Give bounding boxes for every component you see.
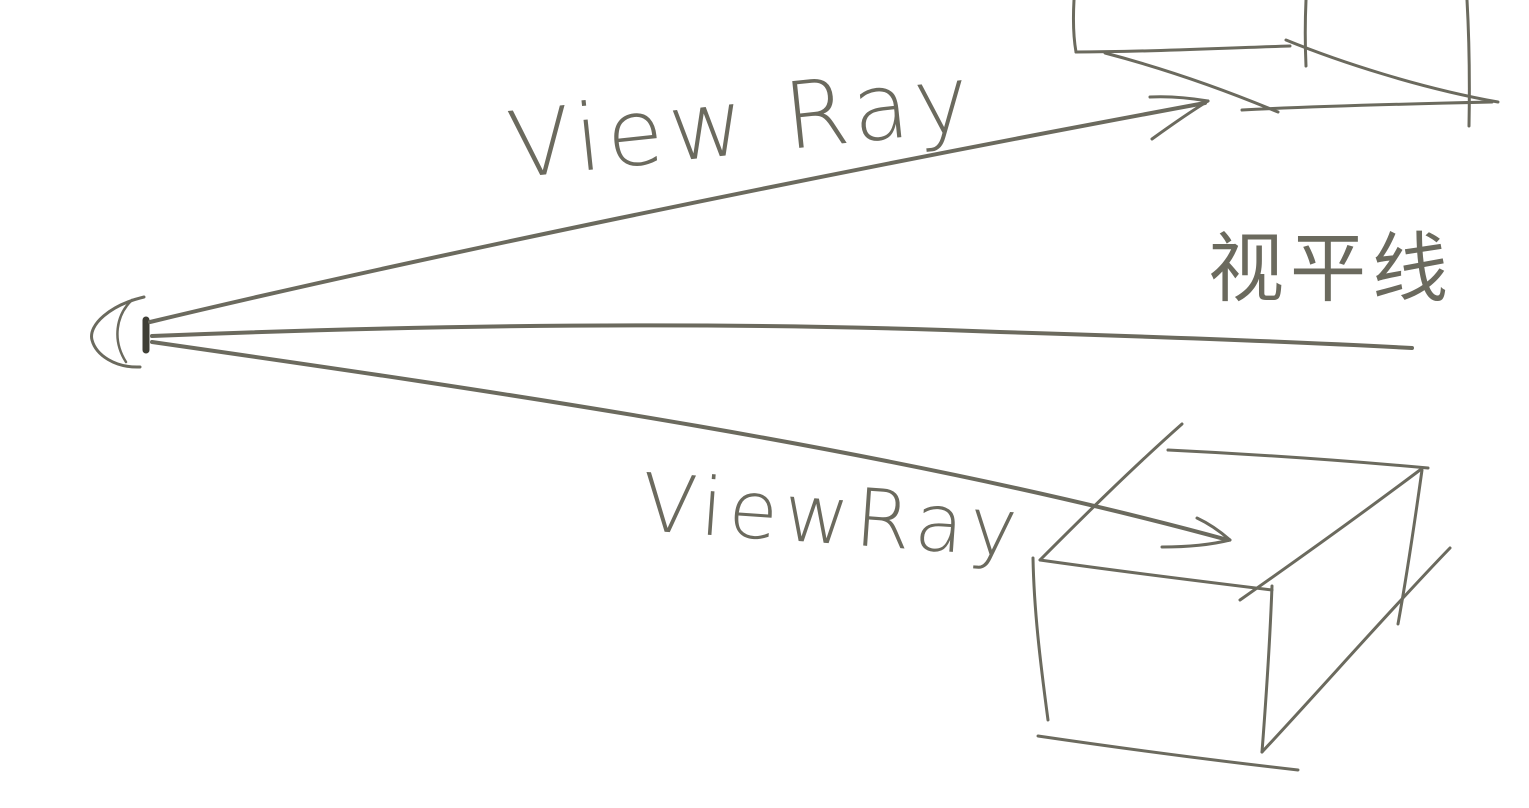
horizon-label: 视平线 — [1208, 224, 1454, 313]
lower-box-sketch — [1031, 422, 1452, 772]
upper-view-ray-label: View Ray — [503, 45, 980, 200]
eye-icon — [90, 295, 150, 369]
horizon-line — [150, 323, 1414, 350]
lower-view-ray — [150, 340, 1232, 549]
lower-view-ray-label: ViewRay — [639, 456, 1027, 575]
upper-box-sketch — [1071, 0, 1500, 128]
upper-view-ray — [148, 95, 1210, 324]
